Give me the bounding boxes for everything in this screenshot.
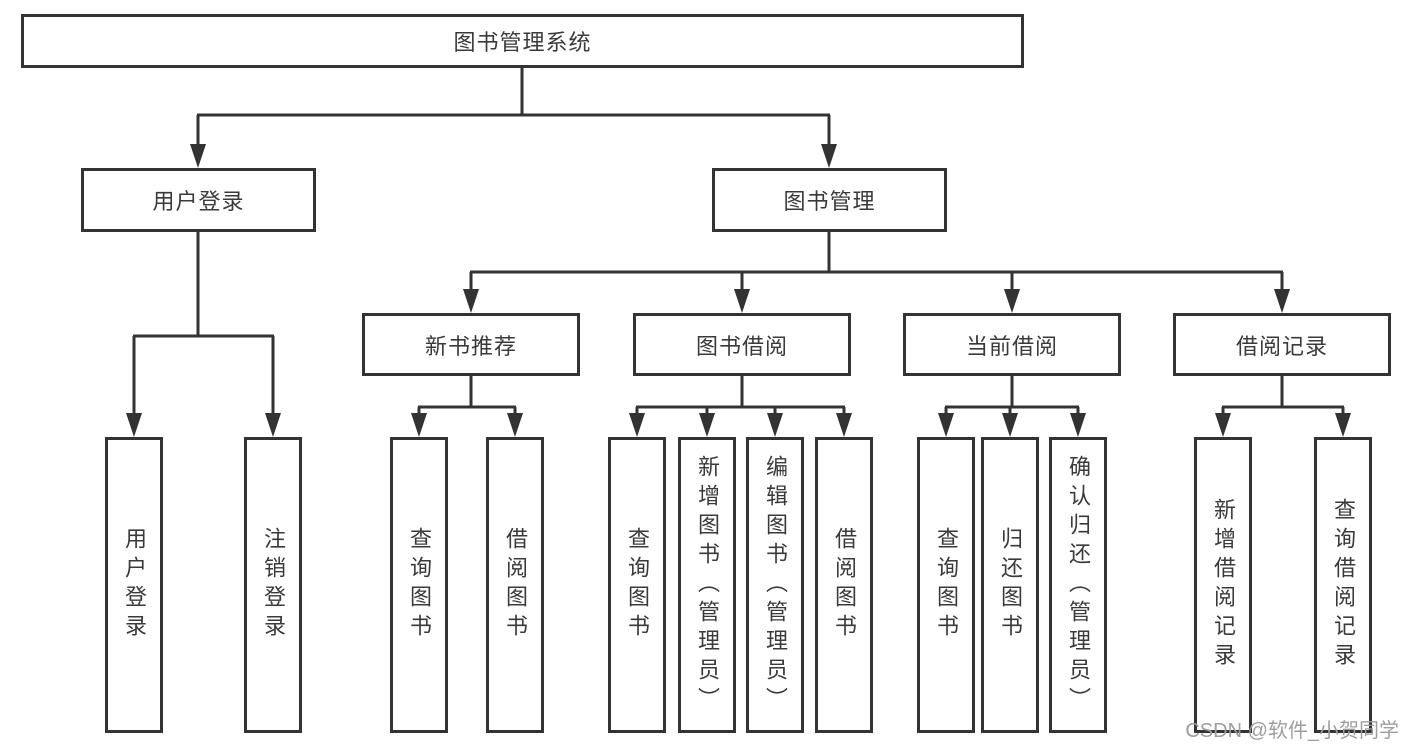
leaf-cb-confirm-return-admin: 确认归还（管理员）: [1049, 437, 1107, 733]
leaf-user-login-label: 用户登录: [122, 527, 147, 643]
connector-current-borrow-children: [938, 376, 1086, 437]
leaf-br-query-record-label: 查询借阅记录: [1331, 498, 1356, 672]
node-book-borrow: 图书借阅: [633, 313, 851, 376]
arrowhead-down-icon: [265, 413, 281, 437]
leaf-user-login: 用户登录: [105, 437, 163, 733]
connector-book-mgmt-to-level3: [463, 232, 1290, 313]
arrowhead-down-icon: [1004, 289, 1020, 313]
arrowhead-down-icon: [821, 144, 837, 168]
node-root-label: 图书管理系统: [453, 30, 592, 55]
node-book-mgmt: 图书管理: [712, 168, 947, 232]
leaf-bb-query-books-label: 查询图书: [625, 527, 650, 643]
arrowhead-down-icon: [1215, 413, 1231, 437]
arrowhead-down-icon: [767, 413, 783, 437]
leaf-cb-return-books-label: 归还图书: [998, 527, 1023, 643]
connector-new-book-rec-children: [411, 376, 523, 437]
leaf-nbr-borrow-books-label: 借阅图书: [503, 527, 528, 643]
arrowhead-down-icon: [190, 144, 206, 168]
leaf-bb-borrow-books: 借阅图书: [815, 437, 873, 733]
node-new-book-rec-label: 新书推荐: [424, 333, 517, 359]
node-current-borrow-label: 当前借阅: [965, 333, 1058, 359]
arrowhead-down-icon: [463, 289, 479, 313]
node-current-borrow: 当前借阅: [903, 313, 1121, 376]
leaf-nbr-query-books-label: 查询图书: [407, 527, 432, 643]
arrowhead-down-icon: [836, 413, 852, 437]
arrowhead-down-icon: [1274, 289, 1290, 313]
connector-borrow-record-children: [1215, 376, 1351, 437]
arrowhead-down-icon: [734, 289, 750, 313]
leaf-cb-confirm-return-admin-label: 确认归还（管理员）: [1066, 454, 1091, 716]
arrowhead-down-icon: [1002, 413, 1018, 437]
leaf-br-add-record-label: 新增借阅记录: [1211, 498, 1236, 672]
connector-book-borrow-children: [629, 376, 852, 437]
arrowhead-down-icon: [411, 413, 427, 437]
leaf-logout: 注销登录: [244, 437, 302, 733]
arrowhead-down-icon: [1335, 413, 1351, 437]
leaf-cb-query-books: 查询图书: [917, 437, 975, 733]
arrowhead-down-icon: [1070, 413, 1086, 437]
leaf-bb-edit-books-admin-label: 编辑图书（管理员）: [763, 454, 788, 716]
leaf-bb-add-books-admin: 新增图书（管理员）: [678, 437, 736, 733]
node-root: 图书管理系统: [21, 14, 1024, 68]
leaf-bb-borrow-books-label: 借阅图书: [832, 527, 857, 643]
leaf-cb-return-books: 归还图书: [981, 437, 1039, 733]
connector-user-login-children: [126, 232, 281, 437]
leaf-bb-edit-books-admin: 编辑图书（管理员）: [746, 437, 804, 733]
connector-root-to-level2: [190, 68, 837, 168]
leaf-bb-add-books-admin-label: 新增图书（管理员）: [695, 454, 720, 716]
leaf-bb-query-books: 查询图书: [608, 437, 666, 733]
node-borrow-record-label: 借阅记录: [1235, 333, 1328, 359]
leaf-br-query-record: 查询借阅记录: [1314, 437, 1372, 733]
arrowhead-down-icon: [507, 413, 523, 437]
node-new-book-rec: 新书推荐: [362, 313, 580, 376]
arrowhead-down-icon: [126, 413, 142, 437]
arrowhead-down-icon: [938, 413, 954, 437]
leaf-cb-query-books-label: 查询图书: [934, 527, 959, 643]
arrowhead-down-icon: [629, 413, 645, 437]
node-user-login: 用户登录: [81, 168, 316, 232]
leaf-logout-label: 注销登录: [261, 527, 286, 643]
node-borrow-record: 借阅记录: [1173, 313, 1391, 376]
node-book-borrow-label: 图书借阅: [695, 333, 788, 359]
node-book-mgmt-label: 图书管理: [783, 189, 876, 214]
csdn-watermark: CSDN @软件_小贺同学: [1185, 720, 1399, 742]
arrowhead-down-icon: [699, 413, 715, 437]
node-user-login-label: 用户登录: [152, 189, 245, 214]
leaf-br-add-record: 新增借阅记录: [1194, 437, 1252, 733]
leaf-nbr-borrow-books: 借阅图书: [486, 437, 544, 733]
leaf-nbr-query-books: 查询图书: [390, 437, 448, 733]
